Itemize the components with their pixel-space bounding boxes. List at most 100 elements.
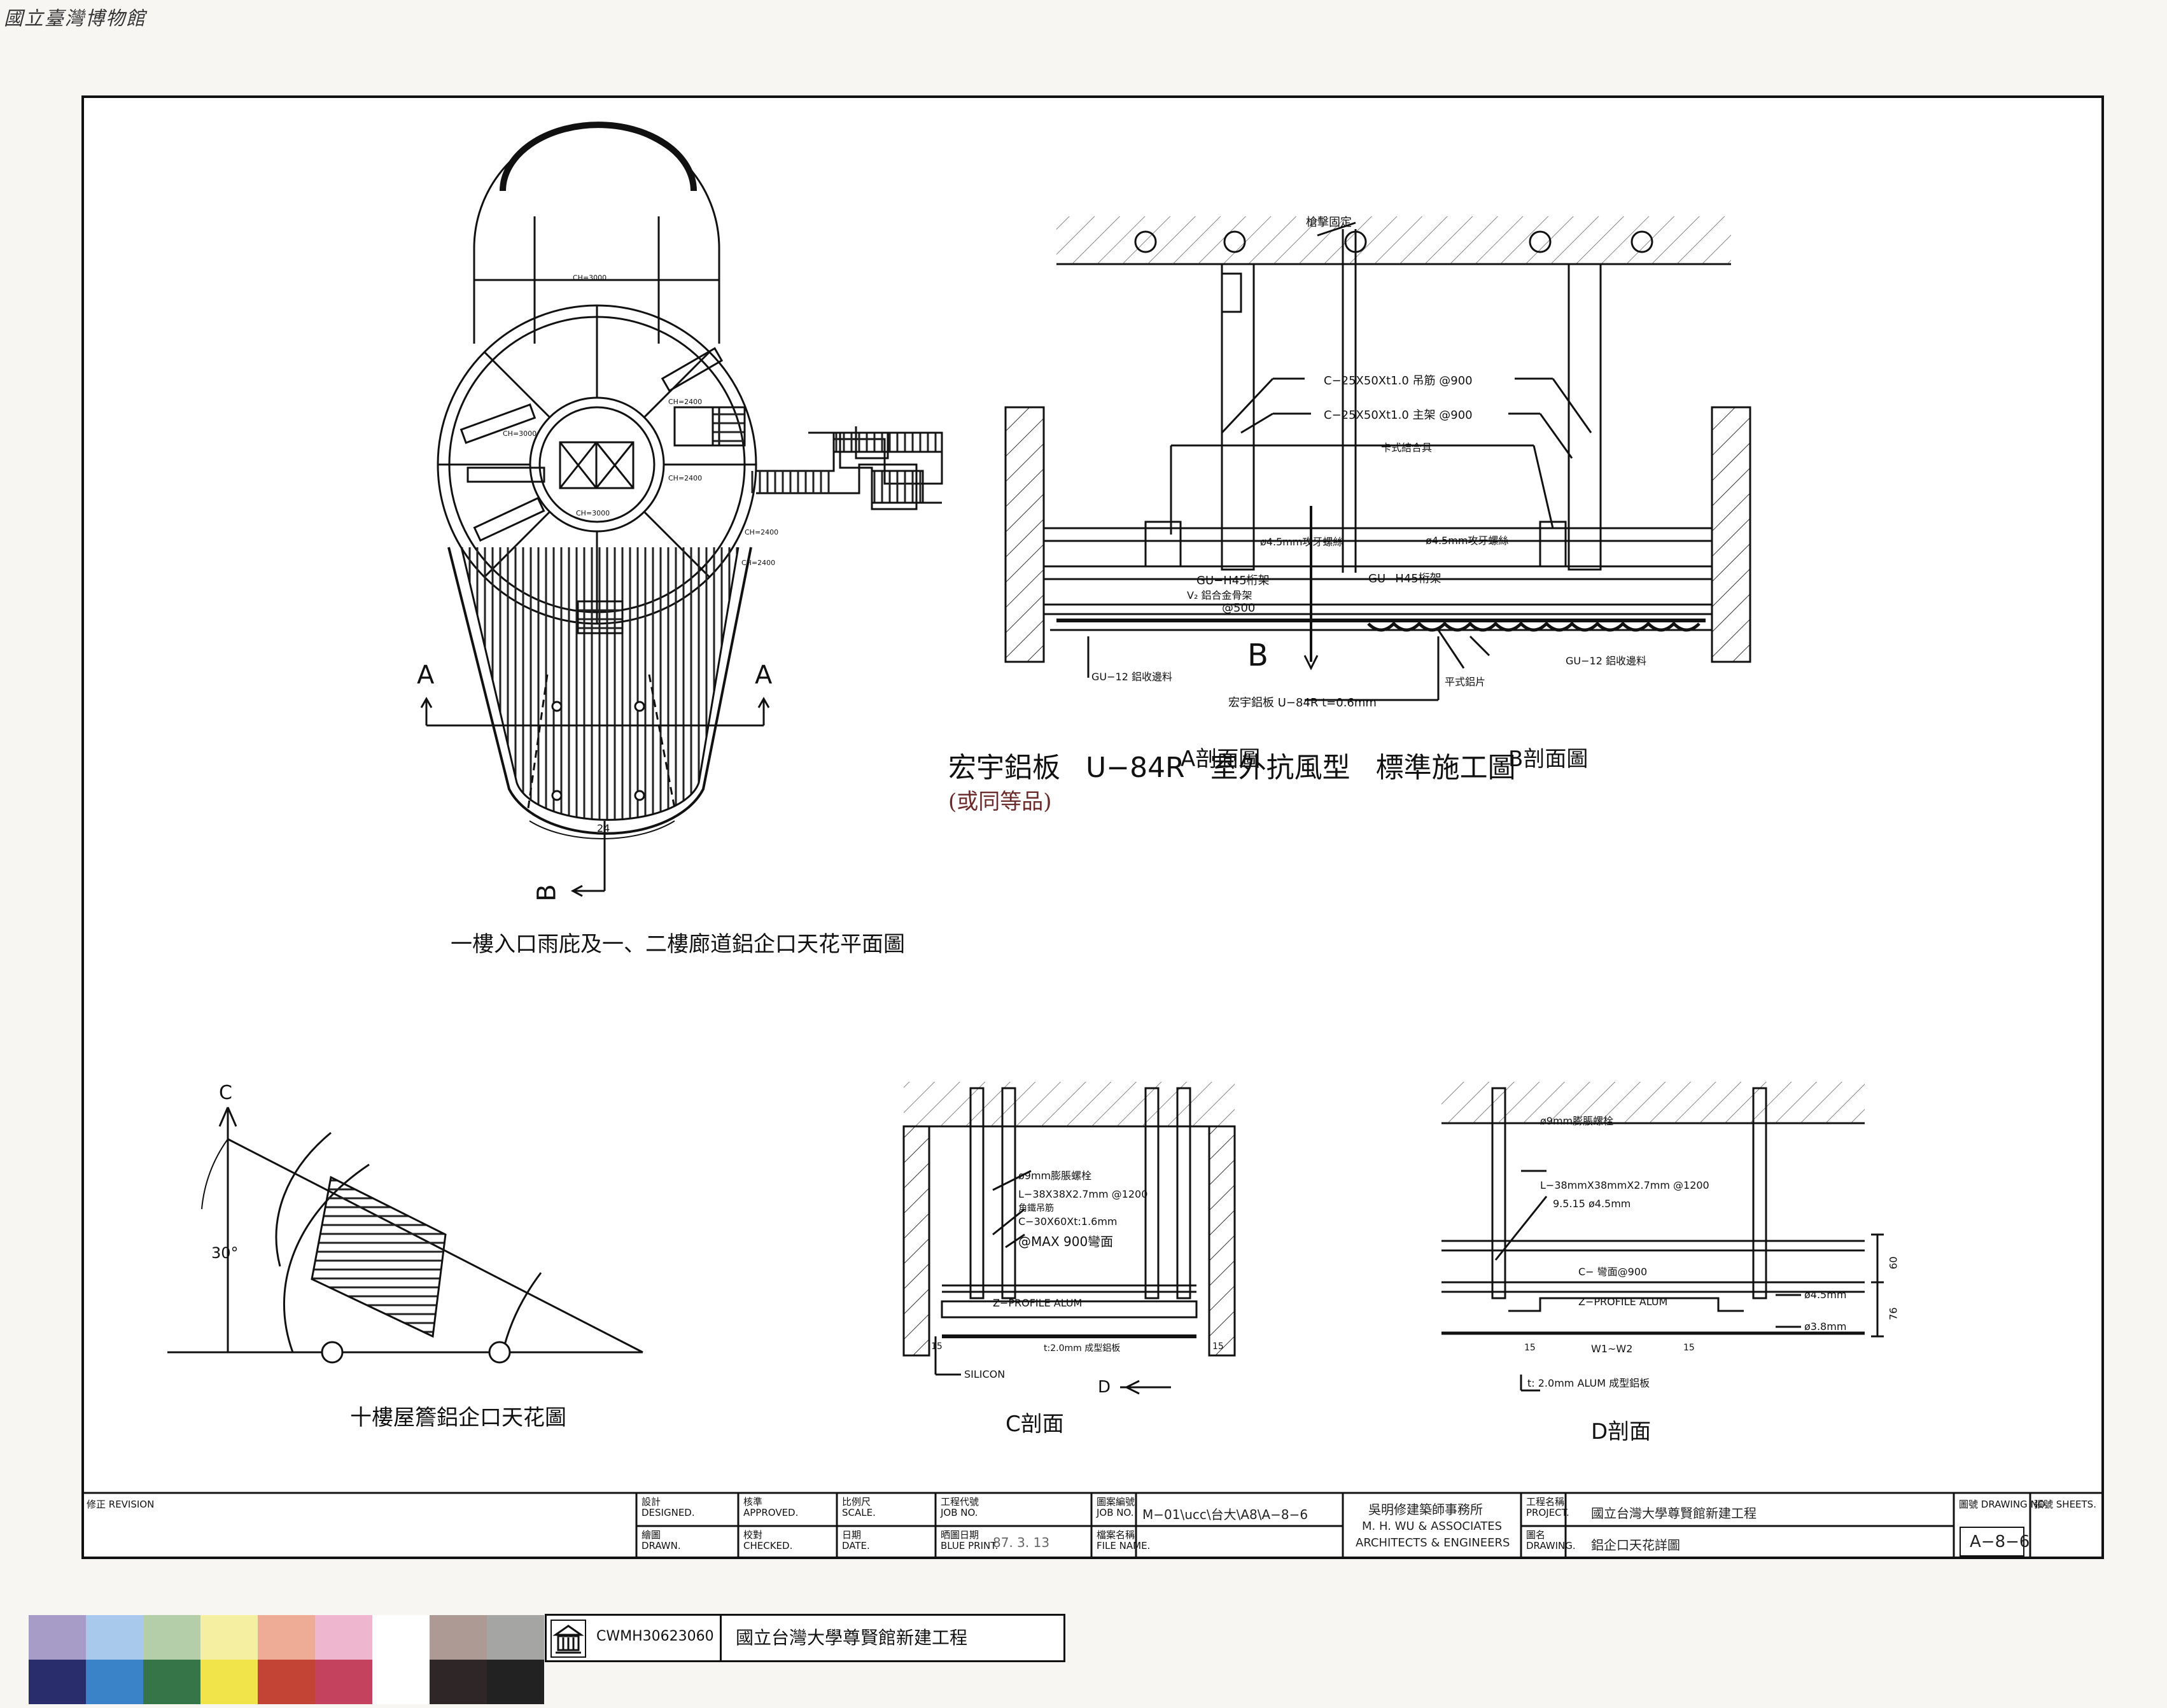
- c-note-board: t:2.0mm 成型鋁板: [1044, 1343, 1121, 1354]
- note-panel: 宏宇鋁板 U−84R t=0.6mm: [1228, 696, 1377, 710]
- ceiling-height-label: CH=3000: [573, 274, 607, 282]
- floor-plan: [420, 122, 943, 897]
- c-note-silicon: SILICON: [964, 1368, 1006, 1380]
- color-swatch: [372, 1615, 430, 1660]
- c-note-angle2: 角鐵吊筋: [1018, 1203, 1054, 1214]
- note-fix: 槍擊固定: [1306, 216, 1352, 229]
- ceiling-height-label: CH=2400: [741, 559, 776, 567]
- tb-firm-en2: ARCHITECTS & ENGINEERS: [1356, 1536, 1510, 1550]
- d-dim-76: 76: [1887, 1307, 1900, 1320]
- d-note-zprofile: Z−PROFILE ALUM: [1578, 1296, 1668, 1308]
- roof-angle: 30°: [211, 1244, 239, 1262]
- tb-firm-en1: M. H. WU & ASSOCIATES: [1362, 1520, 1503, 1533]
- c-note-zprofile: Z−PROFILE ALUM: [993, 1297, 1083, 1309]
- tb-checked: 校對 CHECKED.: [743, 1529, 793, 1551]
- ceiling-height-label: CH=2400: [745, 528, 779, 536]
- tb-blueprint: 晒圖日期 BLUE PRINT.: [941, 1529, 999, 1551]
- ceiling-height-label: CH=2400: [668, 474, 703, 482]
- c-note-channel: C−30X60Xt:1.6mm: [1018, 1215, 1118, 1228]
- color-swatch: [29, 1615, 86, 1660]
- roof-eave-drawing: [167, 1107, 643, 1364]
- d-dim-15b: 15: [1683, 1343, 1695, 1353]
- tb-drawing-no-label: 圖號 DRAWING NO.: [1959, 1499, 2048, 1510]
- tb-project-label: 工程名稱 PROJECT.: [1526, 1496, 1569, 1518]
- c-dim-15b: 15: [1212, 1341, 1224, 1352]
- tb-job-no-value: M−01\ucc\台大\A8\A−8−6: [1142, 1507, 1308, 1522]
- section-d-caption: D剖面: [1591, 1419, 1652, 1445]
- tb-designed: 設計 DESIGNED.: [642, 1496, 695, 1518]
- d-dim-15a: 15: [1524, 1343, 1536, 1353]
- note-c25-main: C−25X50Xt1.0 主架 @900: [1324, 409, 1473, 422]
- tb-drawing: 鋁企口天花詳圖: [1591, 1537, 1680, 1553]
- note-gu12-left: GU−12 鋁收邊料: [1091, 671, 1172, 683]
- note-screw-left: ø4.5mm攻牙螺絲: [1260, 536, 1343, 548]
- section-a-caption: A剖面圖: [1181, 746, 1261, 772]
- museum-logo-icon: [551, 1620, 586, 1658]
- section-marker-a-left: A: [417, 661, 435, 690]
- tb-project: 國立台灣大學尊賢館新建工程: [1591, 1506, 1757, 1521]
- note-c25-hanger: C−25X50Xt1.0 吊筋 @900: [1324, 374, 1473, 388]
- color-swatch: [143, 1660, 200, 1704]
- d-dim-60: 60: [1887, 1256, 1900, 1270]
- c-note-angle: L−38X38X2.7mm @1200: [1018, 1188, 1148, 1200]
- tb-file-name: 檔案名稱 FILE NAME.: [1097, 1529, 1151, 1551]
- color-swatch: [86, 1615, 143, 1660]
- title-brand: 宏宇鋁板: [948, 752, 1060, 784]
- color-swatch: [315, 1660, 372, 1704]
- section-c-caption: C剖面: [1006, 1411, 1064, 1437]
- color-swatch: [487, 1615, 544, 1660]
- tb-scale: 比例尺 SCALE.: [842, 1496, 876, 1518]
- drawing-title: 宏宇鋁板 U−84R 室外抗風型 標準施工圖: [948, 745, 1532, 785]
- d-note-s38: ø3.8mm: [1804, 1320, 1847, 1333]
- color-swatch: [258, 1660, 315, 1704]
- note-gu-h45-right: GU−H45桁架: [1368, 572, 1441, 585]
- note-clip: 卡式結合具: [1381, 442, 1433, 454]
- plan-caption: 一樓入口雨庇及一、二樓廊道鋁企口天花平面圖: [451, 932, 905, 957]
- color-swatch: [143, 1615, 200, 1660]
- d-dim-w: W1~W2: [1591, 1343, 1633, 1355]
- archive-label: CWMH30623060 國立台灣大學尊賢館新建工程: [545, 1614, 1065, 1662]
- title-name: 標準施工圖: [1375, 752, 1516, 784]
- tb-drawn: 繪圖 DRAWN.: [642, 1529, 681, 1551]
- tb-drawing-no: A−8−6: [1970, 1532, 2030, 1551]
- note-v-alloy: V₂ 鋁合金骨架: [1187, 589, 1252, 601]
- roof-caption: 十樓屋簷鋁企口天花圖: [350, 1405, 566, 1431]
- d-note-s45: ø4.5mm: [1804, 1289, 1847, 1301]
- c-marker-d: D: [1098, 1378, 1111, 1397]
- d-note-bolt: ø9mm膨脹螺栓: [1540, 1115, 1614, 1127]
- tb-sheets-label: 張號 SHEETS.: [2034, 1499, 2096, 1510]
- color-swatch: [258, 1615, 315, 1660]
- color-swatch: [315, 1615, 372, 1660]
- note-flat: 平式鋁片: [1445, 676, 1486, 688]
- title-type: 室外抗風型: [1210, 752, 1350, 784]
- archive-project: 國立台灣大學尊賢館新建工程: [720, 1616, 967, 1660]
- tb-drawing-label: 圖名 DRAWING.: [1526, 1529, 1576, 1551]
- note-screw-right: ø4.5mm攻牙螺絲: [1426, 535, 1509, 547]
- tb-job-code: 工程代號 JOB NO.: [941, 1496, 979, 1518]
- section-b-caption: B剖面圖: [1508, 746, 1588, 772]
- color-swatch: [200, 1660, 258, 1704]
- note-gu-h45-left: GU−H45桁架: [1196, 574, 1270, 587]
- tb-date: 日期 DATE.: [842, 1529, 870, 1551]
- roof-marker-c: C: [219, 1082, 232, 1104]
- plan-dimension: 24: [597, 822, 610, 834]
- d-note-channel: C− 彎面@900: [1578, 1266, 1648, 1278]
- color-swatch: [372, 1660, 430, 1704]
- section-c-drawing: [902, 1082, 1236, 1395]
- tb-revision: 修正 REVISION: [87, 1499, 155, 1510]
- color-swatch: [29, 1660, 86, 1704]
- color-swatch: [86, 1660, 143, 1704]
- title-block-grid: [81, 1492, 2104, 1559]
- ceiling-height-label: CH=3000: [576, 509, 610, 517]
- color-swatch: [200, 1615, 258, 1660]
- section-ab-drawing: [1004, 216, 1751, 701]
- d-note-board: t: 2.0mm ALUM 成型鋁板: [1527, 1377, 1650, 1389]
- color-swatch: [487, 1660, 544, 1704]
- note-gu12-right: GU−12 鋁收邊料: [1566, 655, 1646, 667]
- section-marker-b: B: [532, 884, 562, 902]
- section-marker-b-a: B: [1247, 638, 1268, 673]
- ceiling-height-label: CH=2400: [668, 398, 703, 406]
- d-note-screw: 9.5.15 ø4.5mm: [1553, 1198, 1631, 1210]
- c-note-bolt: ø9mm膨脹螺栓: [1018, 1170, 1092, 1182]
